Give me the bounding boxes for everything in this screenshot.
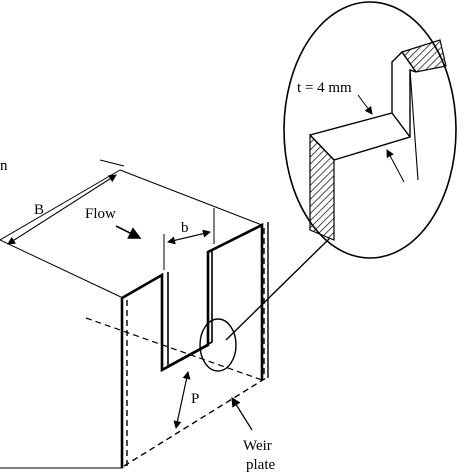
notch-width-label: b xyxy=(181,220,189,236)
thickness-leader-arrow xyxy=(357,94,373,115)
detail-hatched-section-bottom xyxy=(309,133,335,241)
detail-small-circle xyxy=(199,318,237,372)
edge-fragment-label: n xyxy=(0,158,8,174)
channel-top-back-edge xyxy=(119,169,263,226)
width-dimension-line-start xyxy=(7,174,117,245)
flow-label: Flow xyxy=(85,206,116,222)
channel-top-front-edge xyxy=(0,169,121,241)
detail-callout xyxy=(199,1,457,372)
channel xyxy=(0,159,263,469)
detail-hatched-section-top xyxy=(401,39,447,73)
thickness-label: t = 4 mm xyxy=(297,80,352,96)
weir-plate-outline xyxy=(120,222,264,468)
detail-leader-line xyxy=(225,237,331,341)
detail-plate-back-edge xyxy=(409,69,419,181)
weir-notch-inner-edge xyxy=(167,250,213,368)
weir-plate-leader-arrow xyxy=(231,396,253,431)
width-label: B xyxy=(34,202,44,218)
channel-left-edge xyxy=(0,239,124,299)
height-dimension-line-start xyxy=(173,371,189,429)
flow-arrow xyxy=(115,225,142,239)
width-extension-line xyxy=(99,159,125,167)
plate-label: plate xyxy=(246,457,275,473)
channel-floor-dashed-line xyxy=(85,317,263,381)
detail-magnified-ellipse xyxy=(283,1,457,259)
edge-pointer-arrow xyxy=(386,149,405,183)
height-label: P xyxy=(191,391,199,407)
weir-plate xyxy=(85,208,269,468)
weir-label: Weir xyxy=(243,438,272,454)
weir-plate-bottom-dashed-edge xyxy=(123,377,267,467)
detail-plate-step-outline xyxy=(309,51,417,161)
notch-width-dimension-line-start xyxy=(167,231,211,245)
